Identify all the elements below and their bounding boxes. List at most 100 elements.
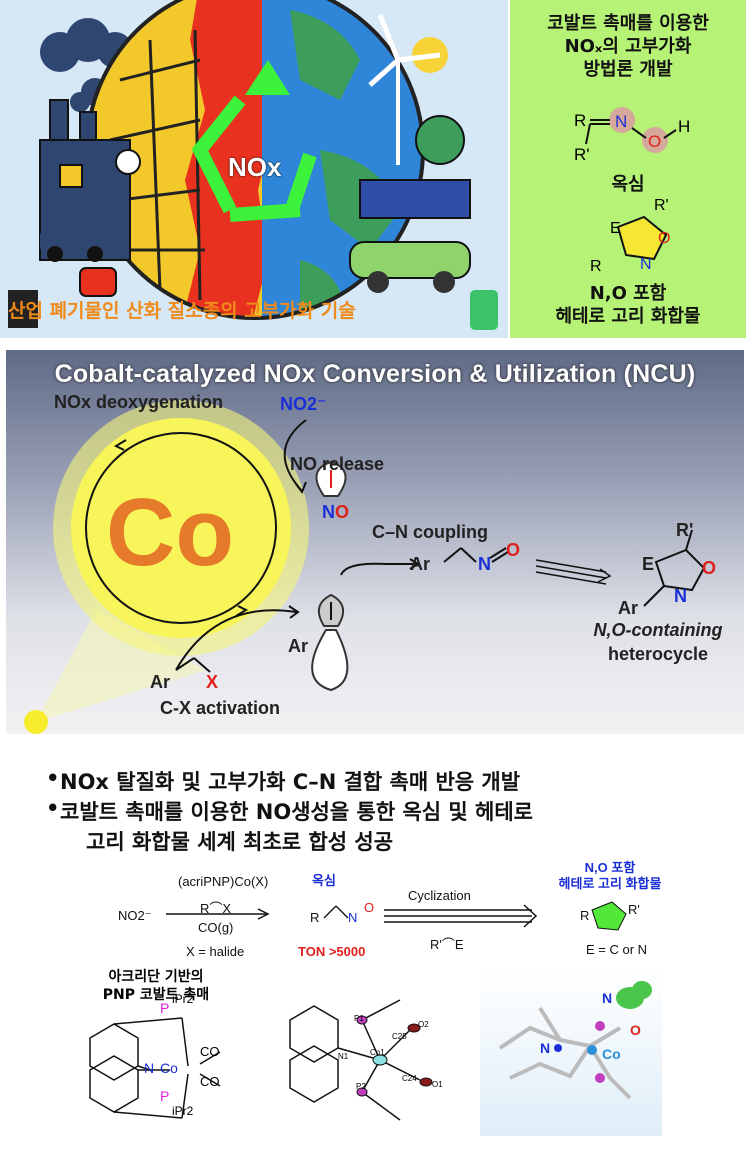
catalyst-co-ligand-2: CO [200,1074,220,1089]
catalyst-title: 아크리단 기반의 PNP 코발트 촉매 [56,968,256,1004]
model-n: N [540,1040,551,1056]
title-line-3: 방법론 개발 [583,59,673,80]
svg-text:R': R' [654,197,669,214]
ar-label-product: Ar [410,554,431,574]
cyclization-label: Cyclization [408,888,471,903]
svg-text:R: R [574,111,586,130]
title-line-2: NOₓ의 고부가화 [564,36,692,57]
o-label-heterocycle: O [702,558,717,578]
svg-text:O: O [658,230,670,247]
no-release-label: NO release [290,454,385,474]
nox-deoxygenation-label: NOx deoxygenation [54,392,224,412]
e-def: E = C or N [586,942,648,957]
crystal-o1: O1 [432,1080,443,1089]
catalyst-co-ligand-1: CO [200,1044,220,1059]
product-r: R [580,908,590,923]
cx-activation-label: C-X activation [160,698,281,718]
crystal-structure-ortep [289,999,433,1121]
reaction-scheme: NO2⁻ (acriPNP)Co(X) R⌒X CO(g) X = halide… [0,858,746,968]
product-line-2: heterocycle [607,644,709,664]
co-label: Co [106,479,234,586]
oxime-structure: R N O H R' [574,107,690,164]
catalyst-ipr-top: iPr2 [172,992,194,1006]
product-label: N,O-containing heterocycle [572,618,744,666]
svg-text:E: E [610,220,621,237]
nitrite-reactant: NO2⁻ [118,908,152,923]
crystal-c24: C24 [402,1074,417,1083]
scheme-arrows [166,901,627,931]
crystal-co1: Co1 [370,1048,385,1057]
product-title-2: 헤테로 고리 화합물 [558,876,662,891]
oxime-n: N [348,910,358,925]
catalyst-title-1: 아크리단 기반의 [108,969,204,985]
heterocycle-label: N,O 포함 헤테로 고리 화합물 [510,282,746,328]
o-label-product: O [506,540,521,560]
middle-panel: Cobalt-catalyzed NOx Conversion & Utiliz… [6,350,744,734]
n-label-heterocycle: N [674,586,687,606]
alkyne-reagent: R'⌒E [430,937,464,952]
svg-text:R': R' [574,145,590,164]
top-illustration: NOx 산업 폐기물인 산화 질소종의 고부가화 기술 [0,0,508,338]
crystal-c25: C25 [392,1032,407,1041]
catalyst-ipr-bottom: iPr2 [172,1104,194,1118]
het-line-1: N,O 포함 [589,283,667,304]
e-label: E [642,554,655,574]
ar-label-radical: Ar [288,636,309,656]
catalyst-title-2: PNP 코발트 촉매 [102,987,210,1003]
svg-text:R: R [590,258,602,275]
svg-text:N: N [615,112,627,131]
earth-illustration [8,0,498,330]
oxime-scheme-label: 옥심 [312,873,336,888]
x-halide: X = halide [186,944,245,959]
reagent-rx: R⌒X [200,901,232,916]
bullet-2: •코발트 촉매를 이용한 NO생성을 통한 옥심 및 헤테로 [46,796,534,824]
reagent-co: CO(g) [198,920,234,935]
crystal-n1: N1 [338,1052,349,1061]
bullet-1: •NOx 탈질화 및 고부가화 C–N 결합 촉매 반응 개발 [46,766,521,794]
computed-model [498,981,652,1100]
top-right-panel: 코발트 촉매를 이용한 NOₓ의 고부가화 방법론 개발 R N O H R' … [510,0,746,338]
cn-coupling-label: C–N coupling [372,522,488,542]
catalyst-p-bottom: P [160,1088,170,1104]
svg-text:H: H [678,117,690,136]
ar-label-reactant: Ar [150,672,171,692]
model-n-top: N [602,990,613,1006]
product-line-1: N,O-containing [593,620,723,640]
heterocycle-structure: R' E O N R [590,197,670,275]
title-line-1: 코발트 촉매를 이용한 [547,13,709,34]
mid-title: Cobalt-catalyzed NOx Conversion & Utiliz… [54,360,696,388]
computed-model-panel: N O N Co [480,968,662,1136]
catalyst-formula: (acriPNP)Co(X) [178,874,269,889]
het-line-2: 헤테로 고리 화합물 [555,306,701,327]
product-title: N,O 포함 헤테로 고리 화합물 [540,860,680,892]
product-title-1: N,O 포함 [584,860,636,875]
no-molecule-label: NO [322,502,350,522]
ar-label-heterocycle: Ar [618,598,639,618]
product-r-prime: R' [628,902,640,917]
bullet-2-continued: 고리 화합물 세계 최초로 합성 성공 [86,830,394,854]
bullet-1-text: NOx 탈질화 및 고부가화 C–N 결합 촉매 반응 개발 [60,770,521,794]
catalytic-cycle-diagram [24,400,706,734]
no2-label: NO2⁻ [280,394,327,414]
nox-label: NOx [228,152,282,182]
x-label-reactant: X [206,672,219,692]
catalyst-co: Co [160,1060,178,1076]
oxime-label: 옥심 [611,174,645,195]
bullet-2-text: 코발트 촉매를 이용한 NO생성을 통한 옥심 및 헤테로 [60,800,534,824]
crystal-o2: O2 [418,1020,429,1029]
n-label-product: N [478,554,491,574]
top-right-title: 코발트 촉매를 이용한 NOₓ의 고부가화 방법론 개발 [510,12,746,81]
oxime-o: O [364,900,375,915]
r-prime-label: R' [676,520,694,540]
svg-text:N: N [640,256,652,273]
oxime-r: R [310,910,320,925]
catalyst-n: N [144,1060,155,1076]
catalyst-structure [89,1017,221,1119]
model-o: O [630,1022,641,1038]
ton-label: TON >5000 [298,944,366,959]
crystal-p2: P2 [356,1082,366,1091]
svg-text:O: O [648,132,661,151]
banner-text: 산업 폐기물인 산화 질소종의 고부가화 기술 [8,300,356,322]
crystal-p1: P1 [354,1014,364,1023]
catalyst-p-top: P [160,1000,170,1016]
